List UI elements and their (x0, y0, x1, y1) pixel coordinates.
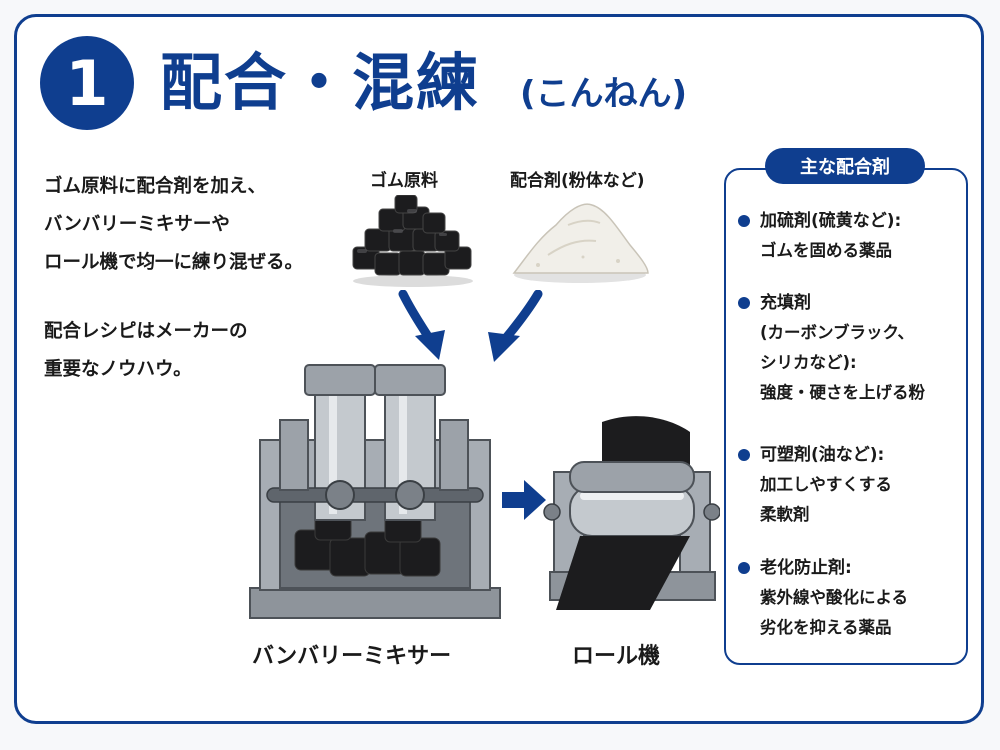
agent-desc: 劣化を抑える薬品 (760, 618, 892, 637)
agent-name: 加硫剤(硫黄など): (760, 211, 902, 231)
step-number-badge: 1 (40, 36, 134, 130)
agent-desc: 柔軟剤 (760, 505, 810, 524)
description-block-1: ゴム原料に配合剤を加え、 バンバリーミキサーや ロール機で均一に練り混ぜる。 (44, 168, 364, 282)
agent-item-plasticizer: 可塑剤(油など): 加工しやすくする 柔軟剤 (738, 440, 966, 530)
arrow-down-left-icon (398, 290, 445, 360)
description-line: 配合レシピはメーカーの (44, 321, 248, 342)
description-line: ゴム原料に配合剤を加え、 (44, 176, 267, 197)
agent-desc: 加工しやすくする (760, 475, 892, 494)
agent-item-antioxidant: 老化防止剤: 紫外線や酸化による 劣化を抑える薬品 (738, 553, 966, 643)
roll-machine-illustration (543, 416, 720, 610)
rubber-pellets-illustration (352, 195, 473, 287)
rubber-material-label: ゴム原料 (370, 171, 438, 191)
agent-item-filler: 充填剤 (カーボンブラック、 シリカなど): 強度・硬さを上げる粉 (738, 288, 966, 408)
roll-machine-label: ロール機 (572, 644, 661, 669)
description-line: バンバリーミキサーや (44, 214, 230, 235)
compounding-agent-label: 配合剤(粉体など) (510, 171, 645, 191)
description-line: ロール機で均一に練り混ぜる。 (44, 252, 304, 273)
agent-desc: 強度・硬さを上げる粉 (760, 383, 925, 402)
agent-desc: (カーボンブラック、 (760, 323, 915, 342)
agent-name: 充填剤 (760, 293, 811, 313)
compounding-agents-panel (724, 168, 968, 665)
banbury-mixer-label: バンバリーミキサー (252, 644, 452, 669)
agent-desc: ゴムを固める薬品 (760, 241, 892, 260)
powder-pile-illustration (512, 203, 649, 283)
step-number: 1 (65, 46, 109, 120)
bullet-icon (738, 449, 750, 461)
agent-name: 老化防止剤: (760, 558, 852, 578)
description-block-2: 配合レシピはメーカーの 重要なノウハウ。 (44, 313, 364, 389)
agent-item-vulcanizer: 加硫剤(硫黄など): ゴムを固める薬品 (738, 206, 966, 266)
agent-desc: 紫外線や酸化による (760, 588, 909, 607)
description-line: 重要なノウハウ。 (44, 359, 192, 380)
title-reading: (こんねん) (520, 74, 688, 114)
bullet-icon (738, 215, 750, 227)
bullet-icon (738, 562, 750, 574)
agent-name: 可塑剤(油など): (760, 445, 885, 465)
arrow-right-icon (502, 480, 546, 520)
panel-title: 主な配合剤 (765, 148, 925, 184)
page-title: 配合・混練 (160, 46, 481, 119)
arrow-down-right-icon (488, 290, 543, 362)
banbury-mixer-illustration (249, 364, 501, 619)
agent-desc: シリカなど): (760, 353, 857, 372)
bullet-icon (738, 297, 750, 309)
